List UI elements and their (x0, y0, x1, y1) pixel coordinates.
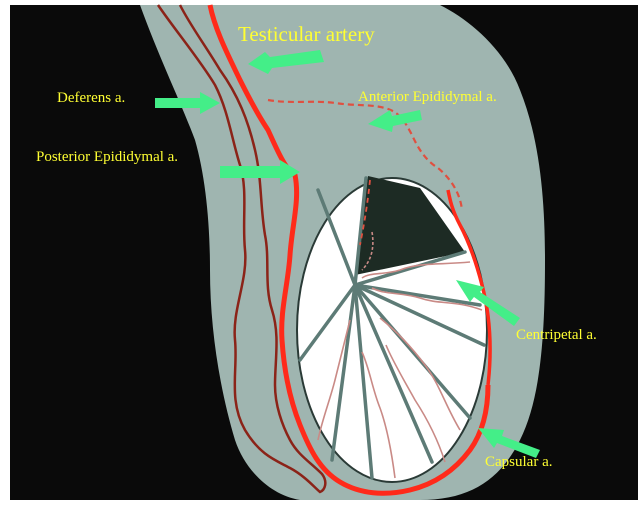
white-frame-bottom (0, 500, 638, 526)
white-frame-top (0, 0, 638, 5)
label-posterior-epididymal: Posterior Epididymal a. (36, 149, 178, 165)
label-centripetal: Centripetal a. (516, 327, 597, 343)
label-capsular: Capsular a. (485, 454, 552, 470)
white-frame-left (0, 0, 10, 526)
label-deferens: Deferens a. (57, 90, 125, 106)
label-testicular-artery: Testicular artery (238, 22, 375, 46)
label-anterior-epididymal: Anterior Epididymal a. (358, 89, 497, 105)
